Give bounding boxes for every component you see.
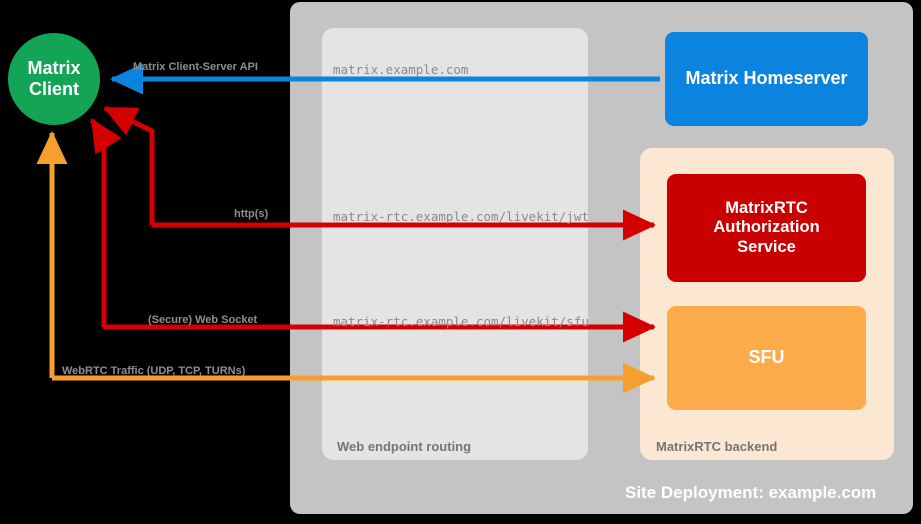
edge-label-web-socket: (Secure) Web Socket	[148, 314, 258, 326]
node-matrix-client[interactable]	[8, 33, 100, 125]
site-deployment-title: Site Deployment: example.com	[625, 483, 877, 502]
edge-webrtc-traffic	[36, 130, 657, 394]
group-label-web-endpoint-routing: Web endpoint routing	[337, 439, 472, 454]
node-sfu[interactable]	[667, 306, 866, 410]
group-label-matrixrtc-backend: MatrixRTC backend	[656, 439, 778, 454]
edge-label-webrtc-traffic: WebRTC Traffic (UDP, TCP, TURNs)	[62, 365, 246, 377]
edge-label-client-server-api: Matrix Client-Server API	[133, 61, 258, 73]
web-endpoint-routing-container	[322, 28, 588, 460]
node-matrixrtc-authorization-service[interactable]	[667, 174, 866, 282]
endpoint-livekit-sfu: matrix-rtc.example.com/livekit/sfu	[333, 314, 589, 329]
edge-label-http: http(s)	[234, 208, 269, 220]
edge-jwt-http-outbound	[103, 105, 657, 241]
endpoint-livekit-jwt: matrix-rtc.example.com/livekit/jwt	[333, 209, 589, 224]
edge-sfu-websocket	[89, 118, 657, 343]
endpoint-matrix-example-com: matrix.example.com	[333, 62, 469, 77]
node-matrix-homeserver[interactable]	[665, 32, 868, 126]
